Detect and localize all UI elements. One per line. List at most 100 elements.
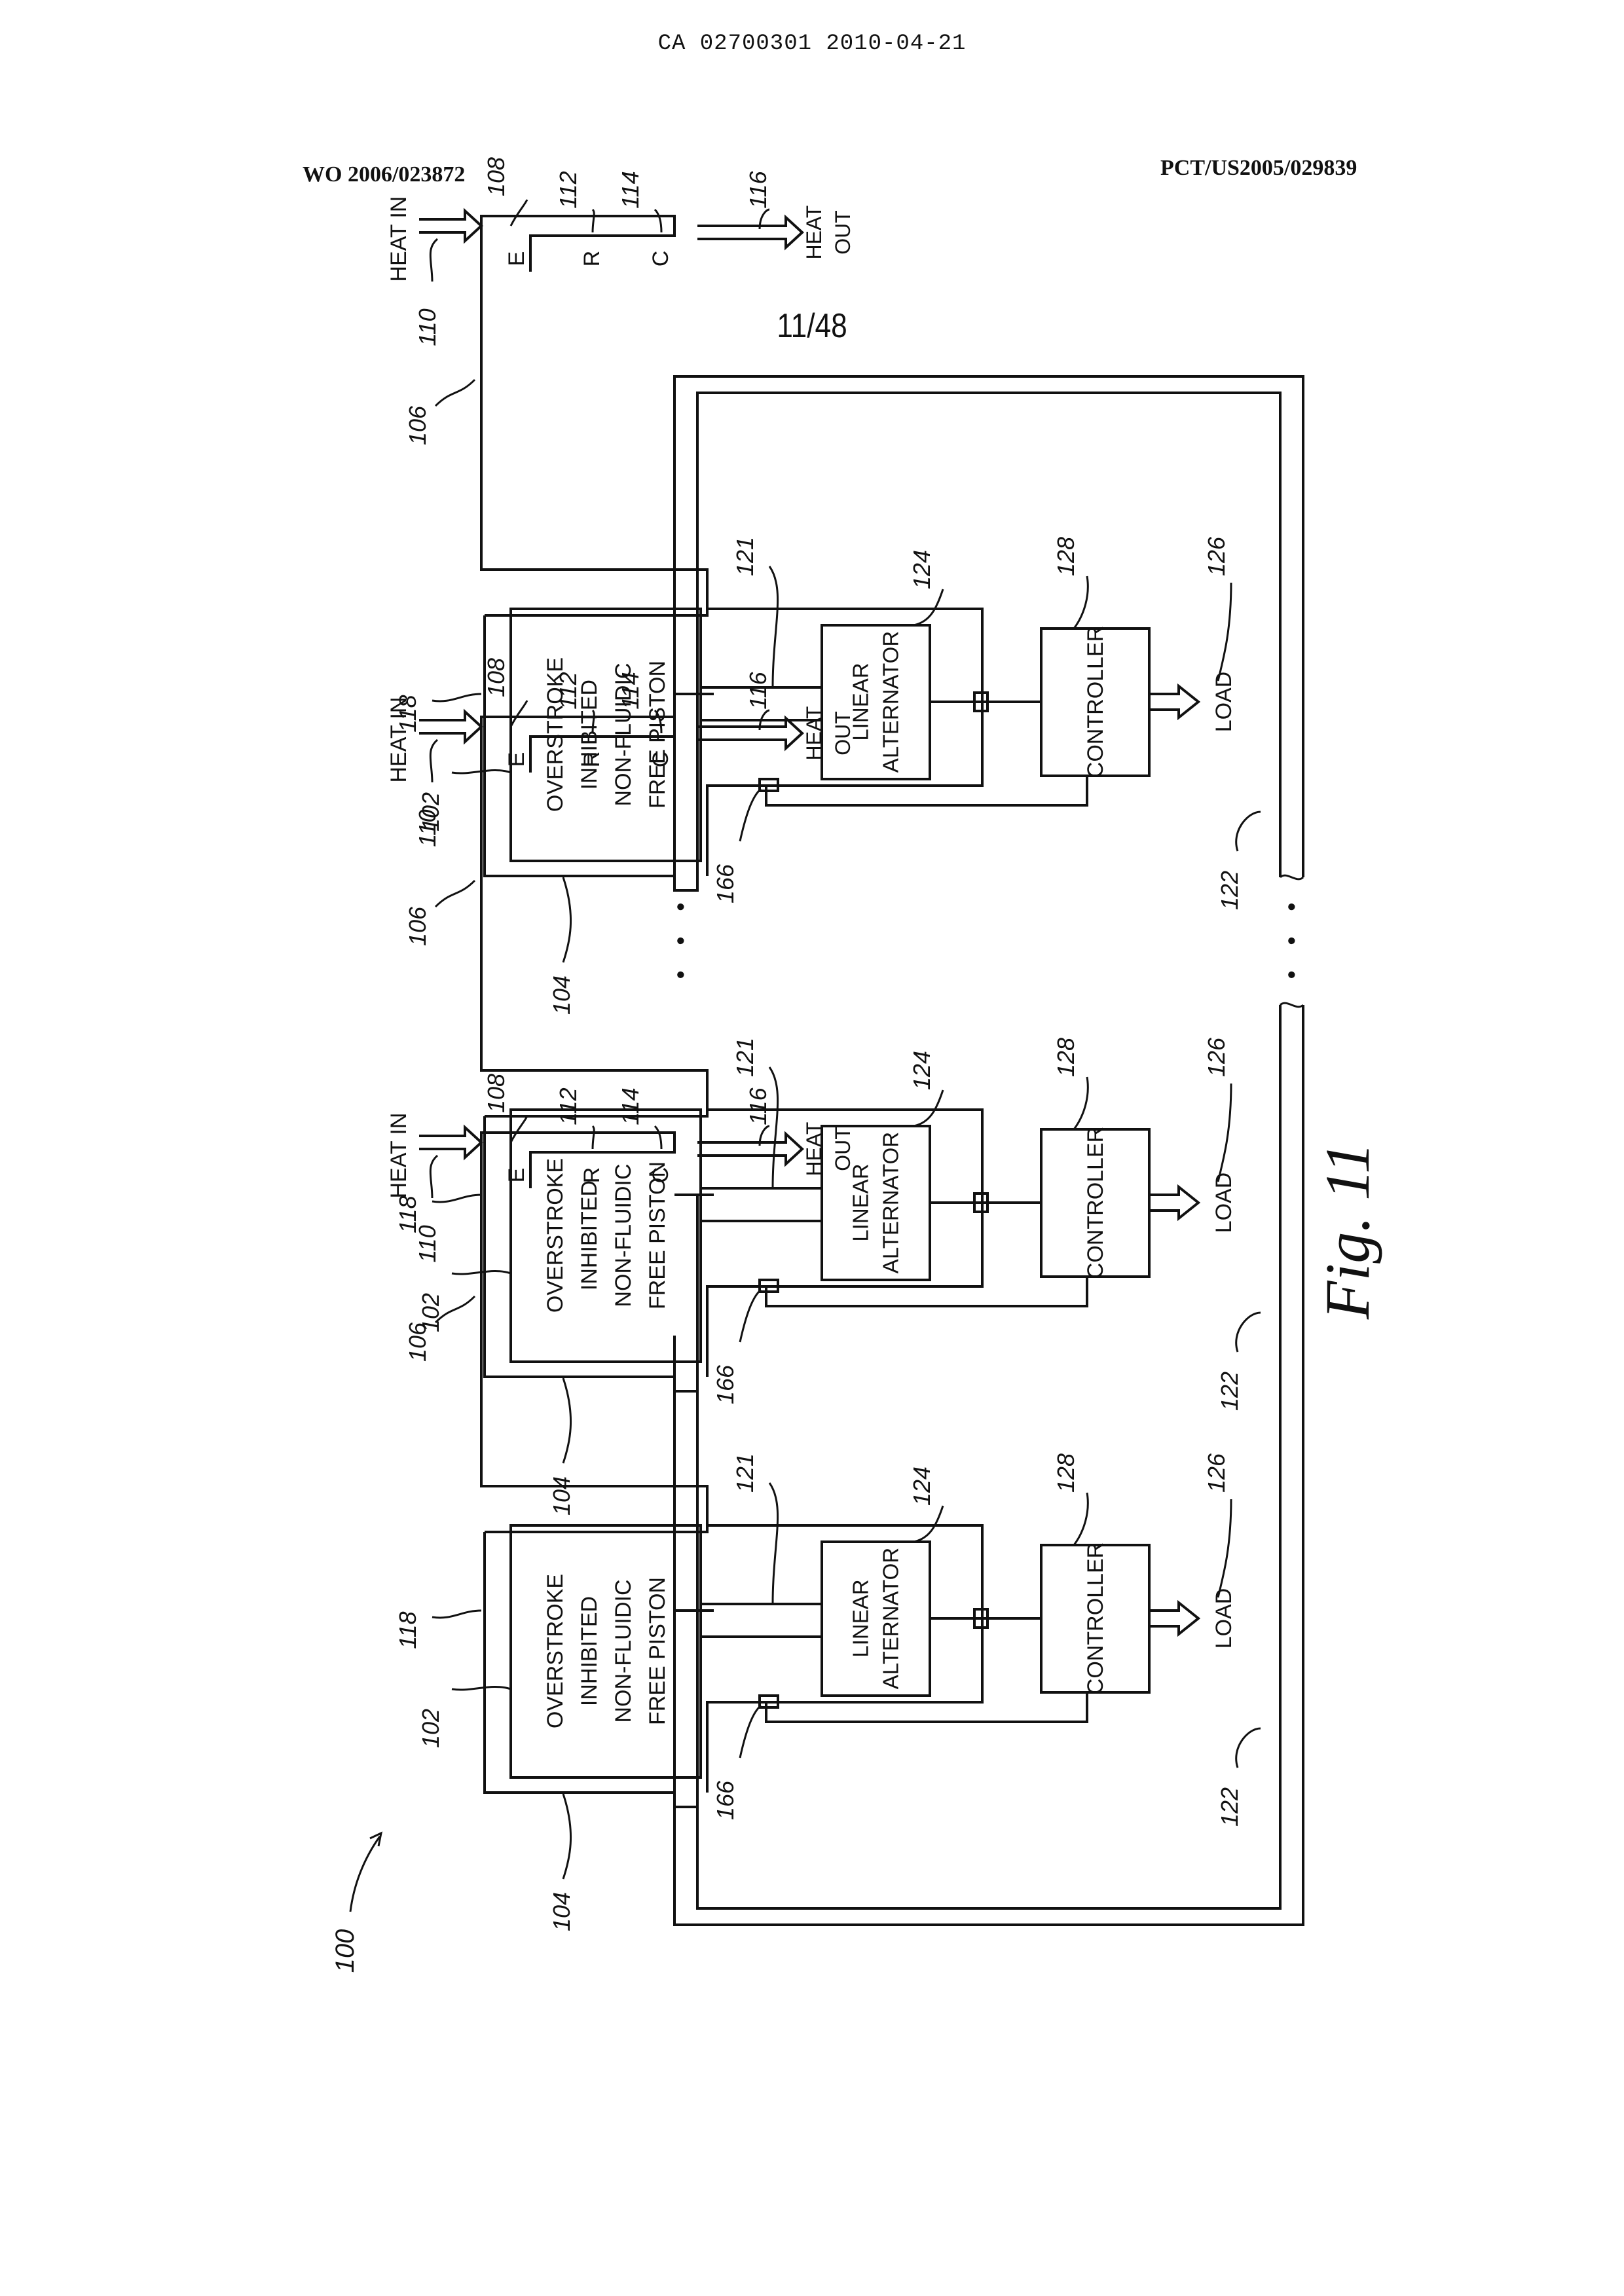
heat-out-arrow xyxy=(697,718,802,748)
piston-label: OVERSTROKE xyxy=(543,1158,568,1313)
alternator-label: ALTERNATOR xyxy=(879,1132,903,1273)
piston-label: FREE PISTON xyxy=(645,1161,670,1309)
engine-unit-1: OVERSTROKE INHIBITED NON-FLUIDIC FREE PISTO… xyxy=(386,1074,1261,1931)
leader-line xyxy=(740,1290,761,1342)
leader-line xyxy=(1218,1084,1231,1182)
piston-label: OVERSTROKE xyxy=(543,1574,568,1728)
leader-line xyxy=(769,566,778,687)
alternator-housing xyxy=(707,1486,982,1793)
leader-line xyxy=(432,694,481,701)
leader-line xyxy=(655,210,661,232)
leader-line xyxy=(563,877,571,962)
ref-108: 108 xyxy=(483,1074,509,1113)
heat-in-label: HEAT IN xyxy=(386,1113,411,1199)
piston-block xyxy=(511,1110,701,1362)
ref-112: 112 xyxy=(555,171,581,208)
regenerator-label: R xyxy=(580,251,604,267)
load-arrow xyxy=(1149,1187,1198,1218)
controller-label: CONTROLLER xyxy=(1083,626,1108,778)
heat-out-arrow xyxy=(697,1134,802,1164)
leader-line xyxy=(511,1116,527,1142)
ellipsis-upper: • • • xyxy=(667,893,695,979)
piston-label: OVERSTROKE xyxy=(543,657,568,812)
leader-line xyxy=(740,1705,761,1758)
ref-102: 102 xyxy=(417,1709,444,1748)
controller-label: CONTROLLER xyxy=(1083,1127,1108,1279)
ref-106: 106 xyxy=(404,405,431,445)
ref-104: 104 xyxy=(548,975,575,1015)
outer-heat-loop xyxy=(674,376,1303,890)
alternator-label: LINEAR xyxy=(849,663,873,740)
heat-in-arrow xyxy=(419,712,481,742)
leader-line xyxy=(1074,1077,1088,1129)
ref-114: 114 xyxy=(617,1087,644,1125)
ref-124: 124 xyxy=(908,550,935,589)
piston-label: INHIBITED xyxy=(577,1596,602,1706)
expansion-label: E xyxy=(504,1168,529,1183)
ref-118: 118 xyxy=(394,1195,421,1233)
leader-line xyxy=(563,1794,571,1879)
compressor-label: C xyxy=(648,251,673,267)
engine-unit-3: OVERSTROKEINHIBITEDNON-FLUIDICFREE PISTO… xyxy=(386,157,1261,1015)
leader-line xyxy=(655,1126,661,1149)
ref-124: 124 xyxy=(908,1051,935,1090)
leader-line xyxy=(1074,576,1088,629)
heat-out-label: OUT xyxy=(831,210,855,255)
ellipsis-lower: • • • xyxy=(1278,893,1306,979)
leader-line xyxy=(913,1090,943,1126)
ref-104: 104 xyxy=(548,1892,575,1931)
ref-102: 102 xyxy=(417,1293,444,1332)
leader-line xyxy=(435,380,475,406)
ref-121: 121 xyxy=(731,1038,758,1077)
ref-166: 166 xyxy=(712,1364,739,1404)
leader-line xyxy=(1236,1728,1261,1768)
piston-label: NON-FLUIDIC xyxy=(611,663,636,806)
ref-112: 112 xyxy=(555,1087,581,1125)
ref-104: 104 xyxy=(548,1476,575,1516)
piston-rod xyxy=(701,1604,822,1637)
leader-line xyxy=(563,1378,571,1463)
piston-rod xyxy=(701,1188,822,1221)
ref-110: 110 xyxy=(414,308,441,346)
leader-line xyxy=(593,210,594,232)
ref-116: 116 xyxy=(745,1087,771,1125)
leader-line xyxy=(1218,1499,1231,1597)
ref-166: 166 xyxy=(712,1780,739,1820)
ref-128: 128 xyxy=(1052,537,1079,576)
ref-118: 118 xyxy=(394,695,421,732)
leader-line xyxy=(740,789,761,841)
ref-128: 128 xyxy=(1052,1038,1079,1077)
linear-alternator xyxy=(822,1542,930,1696)
ref-108: 108 xyxy=(483,157,509,196)
leader-line xyxy=(432,1195,481,1202)
alternator-label: LINEAR xyxy=(849,1579,873,1657)
system-ref-100: 100 xyxy=(331,1833,381,1973)
leader-line xyxy=(435,881,475,907)
expansion-label: E xyxy=(504,251,529,266)
leader-line xyxy=(430,239,437,282)
leader-line xyxy=(913,589,943,625)
leader-line xyxy=(593,1126,594,1149)
leader-line xyxy=(452,1686,511,1690)
heat-in-arrow xyxy=(419,1127,481,1157)
load-arrow xyxy=(1149,1603,1198,1634)
load-arrow xyxy=(1149,686,1198,718)
ref-118: 118 xyxy=(394,1611,421,1649)
controller-label: CONTROLLER xyxy=(1083,1542,1108,1694)
figure-label: Fig. 11 xyxy=(1312,1142,1382,1320)
load-label: LOAD xyxy=(1211,1588,1236,1649)
svg-text:100: 100 xyxy=(331,1929,360,1973)
ref-122: 122 xyxy=(1216,1372,1243,1411)
leader-line xyxy=(1074,1493,1088,1545)
ref-108: 108 xyxy=(483,658,509,697)
leader-line xyxy=(913,1506,943,1542)
ref-114: 114 xyxy=(617,171,644,208)
piston-label: NON-FLUIDIC xyxy=(611,1163,636,1307)
heat-in-arrow xyxy=(419,211,481,241)
load-label: LOAD xyxy=(1211,1173,1236,1233)
ref-121: 121 xyxy=(731,537,758,576)
heat-out-arrow xyxy=(697,217,802,247)
ref-128: 128 xyxy=(1052,1453,1079,1493)
ref-126: 126 xyxy=(1203,536,1230,576)
